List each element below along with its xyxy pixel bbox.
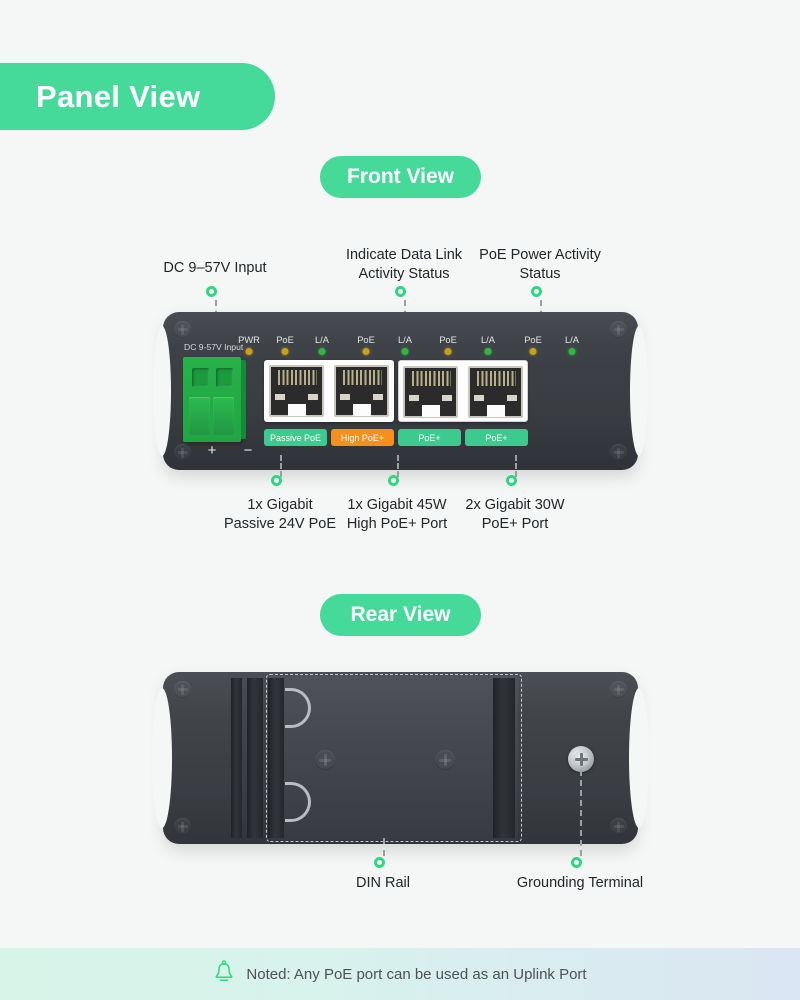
rear-view-label: Rear View — [350, 603, 451, 626]
led-pwr — [245, 348, 253, 355]
terminal-clamp — [213, 397, 234, 435]
terminal-wire-hole — [192, 368, 209, 387]
led-label-la: L/A — [398, 335, 412, 345]
led-poe — [362, 348, 370, 355]
rj45-port[interactable] — [334, 365, 389, 417]
chassis-screw-icon — [610, 444, 627, 461]
led-label-la: L/A — [481, 335, 495, 345]
port-housing-right — [398, 360, 528, 422]
port-label: Passive PoE — [264, 429, 327, 446]
chassis-rib — [231, 678, 242, 838]
callout-marker-dc-input — [206, 286, 218, 297]
terminal-clamp — [189, 397, 210, 435]
chassis-screw-icon — [610, 681, 627, 698]
callout-leader-grounding-terminal — [580, 770, 582, 856]
din-rail-outline — [266, 674, 522, 842]
note-bar: Noted: Any PoE port can be used as an Up… — [0, 948, 800, 1000]
din-rail-spring-clip — [285, 782, 311, 822]
callout-leader-passive-poe-port — [280, 455, 282, 477]
led-label-poe: PoE — [276, 335, 294, 345]
callout-label-din-rail: DIN Rail — [356, 875, 410, 891]
callout-marker-poe-power-activity — [531, 286, 543, 297]
led-label-la: L/A — [565, 335, 579, 345]
panel-view-banner: Panel View — [0, 63, 275, 130]
port-label: PoE+ — [398, 429, 461, 446]
rear-device-illustration — [152, 672, 649, 844]
chassis-rib — [493, 678, 515, 838]
led-label-poe: PoE — [524, 335, 542, 345]
rj45-port[interactable] — [269, 365, 324, 417]
grounding-screw-icon — [568, 746, 594, 772]
callout-marker-din-rail — [374, 857, 386, 868]
led-poe — [529, 348, 537, 355]
callout-marker-passive-poe-port — [271, 475, 283, 486]
note-text: Noted: Any PoE port can be used as an Up… — [246, 965, 587, 983]
bell-icon — [213, 959, 235, 989]
rear-view-pill: Rear View — [320, 594, 481, 636]
led-label-poe: PoE — [357, 335, 375, 345]
din-rail-spring-clip — [285, 688, 311, 728]
chassis-rib — [268, 678, 284, 838]
port-housing-left — [264, 360, 394, 422]
silkscreen-dc-input: DC 9-57V Input — [184, 342, 244, 352]
rj45-port[interactable] — [468, 366, 523, 418]
callout-marker-high-poe-port — [388, 475, 400, 486]
chassis-screw-icon — [610, 818, 627, 835]
led-poe — [444, 348, 452, 355]
callout-leader-poe-plus-port — [515, 455, 517, 477]
front-view-pill: Front View — [320, 156, 481, 198]
led-la — [318, 348, 326, 355]
led-la — [401, 348, 409, 355]
port-label: High PoE+ — [331, 429, 394, 446]
chassis-screw-icon — [174, 444, 191, 461]
led-poe — [281, 348, 289, 355]
callout-leader-din-rail — [383, 838, 385, 856]
chassis-screw-icon — [174, 321, 191, 338]
callout-marker-poe-plus-port — [506, 475, 518, 486]
rear-screw-icon — [315, 750, 335, 770]
led-label-la: L/A — [315, 335, 329, 345]
polarity-minus: − — [243, 442, 253, 459]
callout-marker-data-link-activity — [395, 286, 407, 297]
chassis-screw-icon — [174, 818, 191, 835]
callout-marker-grounding-terminal — [571, 857, 583, 868]
led-la — [484, 348, 492, 355]
callout-label-grounding-terminal: Grounding Terminal — [516, 875, 644, 891]
chassis-screw-icon — [610, 321, 627, 338]
front-view-label: Front View — [347, 165, 454, 188]
chassis-rib — [247, 678, 263, 838]
page-title: Panel View — [36, 78, 201, 114]
rj45-port[interactable] — [403, 366, 458, 418]
polarity-plus: + — [207, 442, 217, 459]
dc-terminal-block — [183, 357, 246, 442]
terminal-wire-hole — [216, 368, 233, 387]
chassis-screw-icon — [174, 681, 191, 698]
callout-label-dc-input: DC 9–57V Input — [163, 260, 267, 276]
led-label-pwr: PWR — [238, 335, 260, 345]
rear-screw-icon — [435, 750, 455, 770]
port-label: PoE+ — [465, 429, 528, 446]
callout-leader-high-poe-port — [397, 455, 399, 477]
front-device-illustration: DC 9-57V Input PWR PoE L/A PoE L/A PoE L/A PoE L… — [153, 312, 648, 470]
led-label-poe: PoE — [439, 335, 457, 345]
led-la — [568, 348, 576, 355]
